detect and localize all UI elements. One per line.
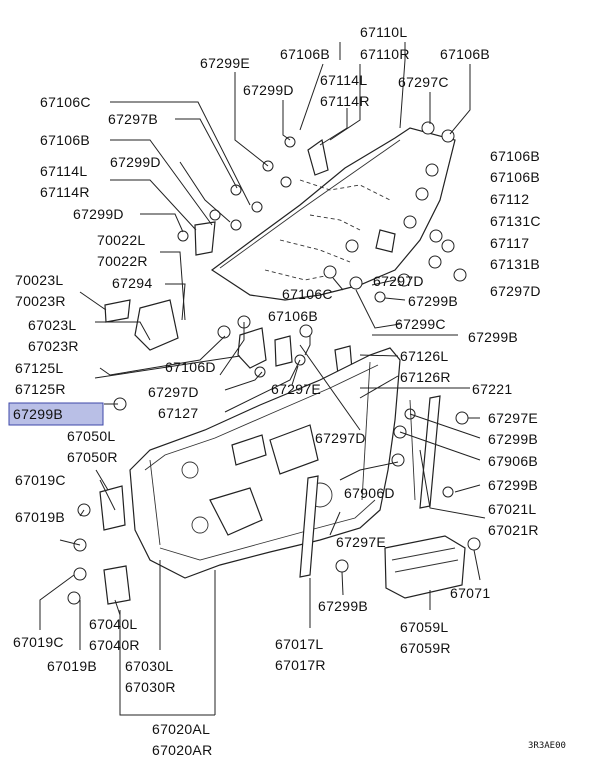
- label-67106B[interactable]: 67106B: [40, 132, 90, 148]
- label-67020AR[interactable]: 67020AR: [152, 742, 212, 758]
- label-67106B[interactable]: 67106B: [268, 308, 318, 324]
- highlight-box[interactable]: [8, 402, 104, 426]
- label-67023R[interactable]: 67023R: [28, 338, 79, 354]
- label-67114L[interactable]: 67114L: [320, 72, 367, 88]
- fasteners: [67, 121, 481, 605]
- label-67110R[interactable]: 67110R: [360, 46, 410, 62]
- label-67017L[interactable]: 67017L: [275, 636, 324, 652]
- label-67114R[interactable]: 67114R: [320, 93, 370, 109]
- label-67020AL[interactable]: 67020AL: [152, 721, 210, 737]
- label-67299B-highlighted[interactable]: 67299B: [13, 406, 63, 422]
- label-67126R[interactable]: 67126R: [400, 369, 451, 385]
- label-67019C[interactable]: 67019C: [13, 634, 64, 650]
- label-67299B[interactable]: 67299B: [488, 431, 538, 447]
- label-67106B[interactable]: 67106B: [490, 169, 540, 185]
- label-67030L[interactable]: 67030L: [125, 658, 174, 674]
- label-67040R[interactable]: 67040R: [89, 637, 140, 653]
- label-67021R[interactable]: 67021R: [488, 522, 539, 538]
- label-67059L[interactable]: 67059L: [400, 619, 449, 635]
- window-motor-unit: [384, 535, 466, 599]
- label-67297C[interactable]: 67297C: [398, 74, 449, 90]
- label-67050L[interactable]: 67050L: [67, 428, 116, 444]
- label-67106B[interactable]: 67106B: [280, 46, 330, 62]
- label-67110L[interactable]: 67110L: [360, 24, 407, 40]
- label-67106B[interactable]: 67106B: [490, 148, 540, 164]
- label-67906B[interactable]: 67906B: [488, 453, 538, 469]
- label-67299E[interactable]: 67299E: [200, 55, 250, 71]
- label-67221[interactable]: 67221: [472, 381, 512, 397]
- door-hinges: [99, 485, 131, 605]
- label-67106D[interactable]: 67106D: [165, 359, 216, 375]
- label-67019B[interactable]: 67019B: [15, 509, 65, 525]
- label-67125L[interactable]: 67125L: [15, 360, 64, 376]
- label-67030R[interactable]: 67030R: [125, 679, 176, 695]
- label-70022R[interactable]: 70022R: [97, 253, 148, 269]
- label-67297D[interactable]: 67297D: [148, 384, 199, 400]
- label-67299B[interactable]: 67299B: [468, 329, 518, 345]
- label-67297E[interactable]: 67297E: [488, 410, 538, 426]
- label-67297D[interactable]: 67297D: [373, 273, 424, 289]
- label-67106C[interactable]: 67106C: [282, 286, 333, 302]
- label-70023R[interactable]: 70023R: [15, 293, 66, 309]
- label-67299D[interactable]: 67299D: [110, 154, 161, 170]
- label-67040L[interactable]: 67040L: [89, 616, 138, 632]
- door-glass: [210, 127, 456, 301]
- label-67299C[interactable]: 67299C: [395, 316, 446, 332]
- label-67297B[interactable]: 67297B: [108, 111, 158, 127]
- part-labels: 67110L 67110R 67299E 67106B 67106B 67299…: [13, 24, 566, 758]
- label-67297E[interactable]: 67297E: [336, 534, 386, 550]
- label-67019C[interactable]: 67019C: [15, 472, 66, 488]
- label-67019B[interactable]: 67019B: [47, 658, 97, 674]
- label-67071[interactable]: 67071: [450, 585, 490, 601]
- leader-lines: [39, 42, 486, 716]
- label-67112[interactable]: 67112: [490, 191, 529, 207]
- label-67297D[interactable]: 67297D: [490, 283, 541, 299]
- label-67017R[interactable]: 67017R: [275, 657, 326, 673]
- label-67299D[interactable]: 67299D: [73, 206, 124, 222]
- label-67023L[interactable]: 67023L: [28, 317, 77, 333]
- label-67299B[interactable]: 67299B: [408, 293, 458, 309]
- label-67126L[interactable]: 67126L: [400, 348, 449, 364]
- label-67131B[interactable]: 67131B: [490, 256, 540, 272]
- label-67127[interactable]: 67127: [158, 405, 198, 421]
- label-67297D[interactable]: 67297D: [315, 430, 366, 446]
- label-67114L[interactable]: 67114L: [40, 163, 87, 179]
- label-67297E[interactable]: 67297E: [271, 381, 321, 397]
- label-67021L[interactable]: 67021L: [488, 501, 537, 517]
- label-67050R[interactable]: 67050R: [67, 449, 118, 465]
- label-67906D[interactable]: 67906D: [344, 485, 395, 501]
- label-67299B[interactable]: 67299B: [318, 598, 368, 614]
- label-67106B[interactable]: 67106B: [440, 46, 490, 62]
- label-70023L[interactable]: 70023L: [15, 272, 64, 288]
- label-67299B[interactable]: 67299B: [488, 477, 538, 493]
- regulator-bracket-upper: [194, 138, 329, 256]
- label-67131C[interactable]: 67131C: [490, 213, 541, 229]
- label-67106C[interactable]: 67106C: [40, 94, 91, 110]
- door-inner-panel: [129, 347, 401, 579]
- label-70022L[interactable]: 70022L: [97, 232, 146, 248]
- label-67114R[interactable]: 67114R: [40, 184, 90, 200]
- label-67294[interactable]: 67294: [112, 275, 152, 291]
- label-67299D[interactable]: 67299D: [243, 82, 294, 98]
- label-67125R[interactable]: 67125R: [15, 381, 66, 397]
- label-67117[interactable]: 67117: [490, 235, 529, 251]
- label-67059R[interactable]: 67059R: [400, 640, 451, 656]
- drawing-code: 3R3AE00: [528, 741, 566, 751]
